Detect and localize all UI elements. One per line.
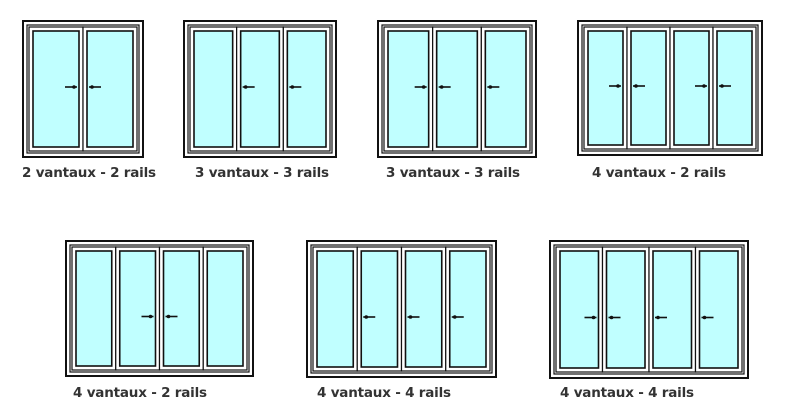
glass-pane [630,30,667,146]
door-drawing [22,20,144,158]
door-drawing [577,20,763,156]
glass-pane [387,30,430,148]
sash [480,26,531,152]
diagram-3-vantaux-3-rails-b [377,20,537,158]
glass-pane [193,30,234,148]
sash [669,26,714,150]
glass-pane [404,250,443,368]
diagram-label: 4 vantaux - 2 rails [592,165,726,181]
sash [583,26,628,150]
glass-pane [559,250,600,369]
diagram-4-vantaux-2-rails-b [65,240,254,377]
glass-pane [605,250,646,369]
glass-pane [360,250,399,368]
glass-pane [673,30,710,146]
diagram-label: 2 vantaux - 2 rails [22,165,156,181]
glass-pane [316,250,355,368]
glass-pane [206,250,244,367]
sash [555,246,604,373]
sash [71,246,117,371]
sash [312,246,358,372]
sash [236,26,284,152]
glass-pane [118,250,157,367]
glass-pane [484,30,527,148]
sash [282,26,331,152]
diagram-4-vantaux-4-rails [306,240,497,378]
sash [356,246,403,372]
door-drawing [306,240,497,378]
sash [82,26,138,152]
diagram-label: 3 vantaux - 3 rails [386,165,520,181]
glass-pane [716,30,753,146]
glass-pane [162,250,201,367]
sash [189,26,238,152]
diagram-2-vantaux-2-rails [22,20,144,158]
diagram-4-vantaux-4-rails-b [549,240,749,379]
glass-pane [86,30,134,148]
sash [694,246,743,373]
sash [400,246,447,372]
sash [648,246,697,373]
door-drawing [183,20,337,158]
glass-pane [75,250,113,367]
sash [601,246,650,373]
glass-pane [32,30,80,148]
sash [712,26,757,150]
sash [445,246,491,372]
diagram-label: 4 vantaux - 2 rails [73,385,207,401]
sash [202,246,248,371]
sash [115,246,161,371]
sash [28,26,84,152]
glass-pane [698,250,739,369]
diagram-label: 4 vantaux - 4 rails [560,385,694,401]
glass-pane [239,30,281,148]
sash [432,26,482,152]
sash [158,246,204,371]
glass-pane [286,30,327,148]
door-drawing [65,240,254,377]
door-drawing [377,20,537,158]
diagram-3-vantaux-3-rails [183,20,337,158]
glass-pane [652,250,693,369]
door-drawing [549,240,749,379]
glass-pane [435,30,479,148]
diagram-label: 4 vantaux - 4 rails [317,385,451,401]
sash [626,26,671,150]
glass-pane [448,250,487,368]
sash [383,26,434,152]
diagram-4-vantaux-2-rails [577,20,763,156]
diagram-label: 3 vantaux - 3 rails [195,165,329,181]
glass-pane [587,30,624,146]
